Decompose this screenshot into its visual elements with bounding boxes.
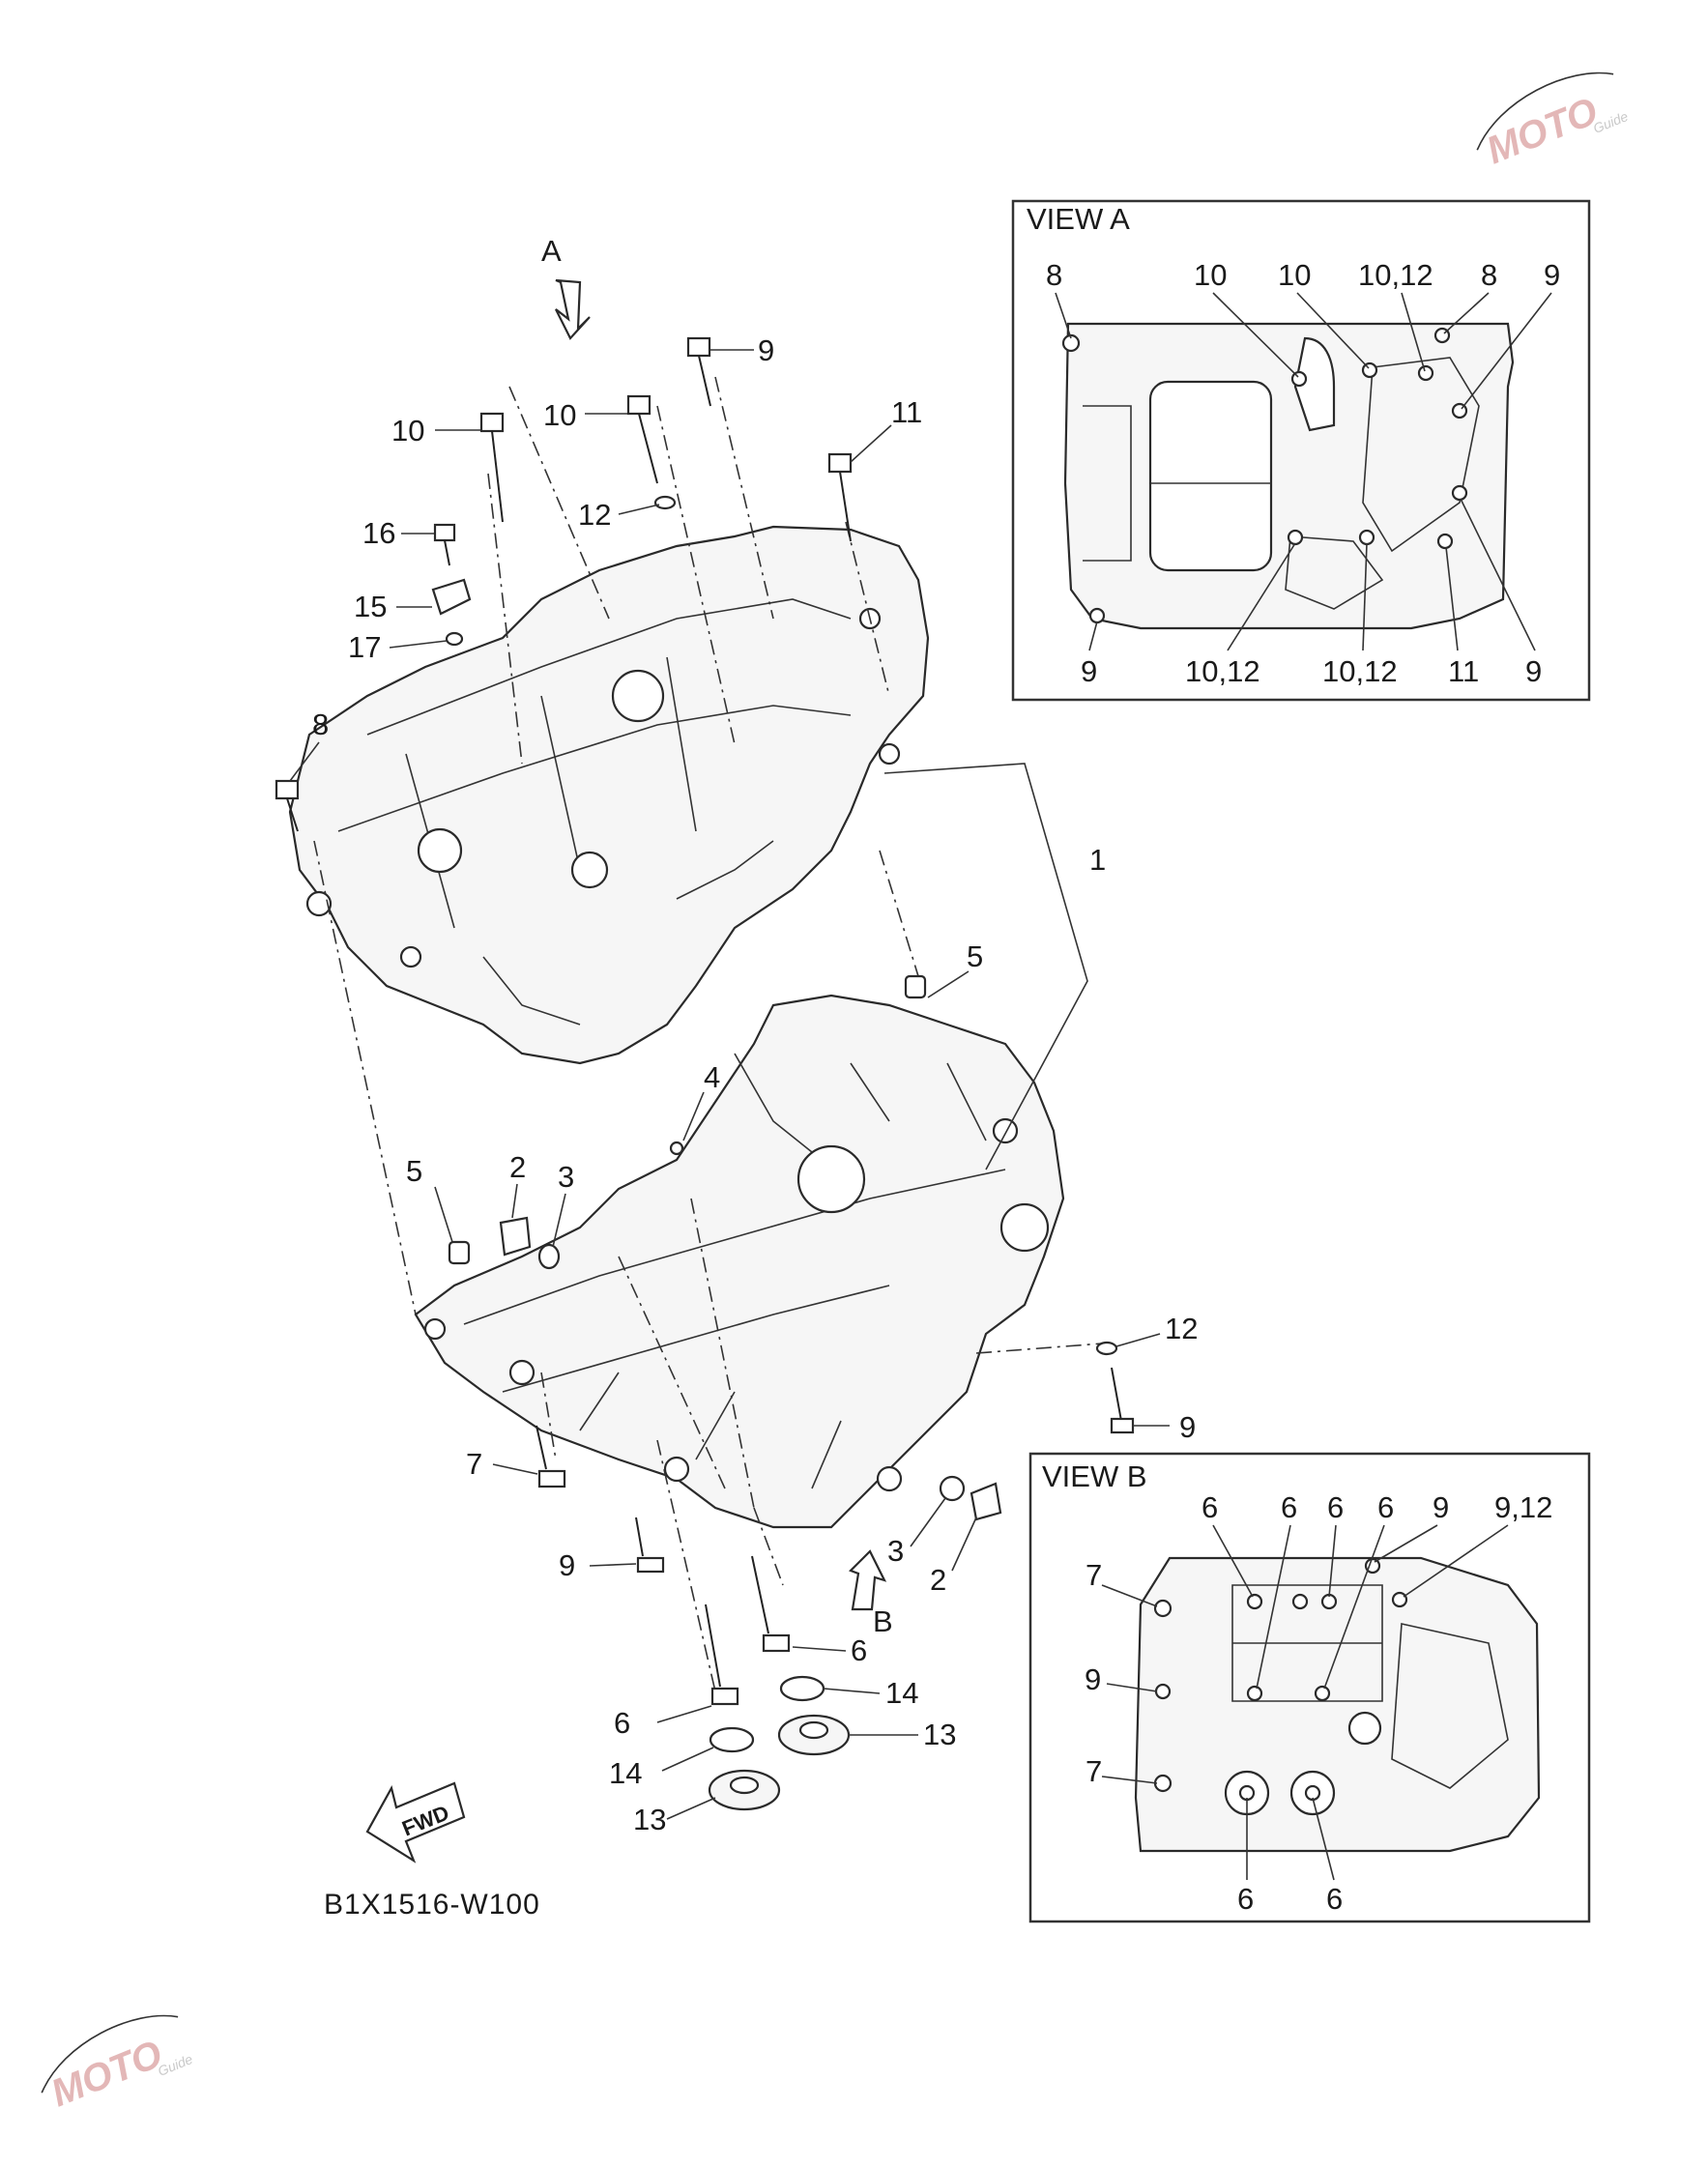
callout-16: 16 (362, 516, 395, 550)
view-a-label: 10,12 (1322, 654, 1398, 688)
diagram-code: B1X1516-W100 (324, 1889, 540, 1921)
assembly-lines (313, 376, 1103, 1692)
view-b-label: 6 (1377, 1490, 1394, 1524)
arrow-a-label: A (541, 234, 562, 268)
view-b-label: 7 (1086, 1754, 1102, 1788)
callout-14-left: 14 (609, 1756, 642, 1790)
view-a-label: 8 (1046, 258, 1062, 292)
callout-7: 7 (466, 1447, 482, 1481)
callout-13-right: 13 (923, 1718, 956, 1751)
callout-5-left: 5 (406, 1154, 422, 1188)
callout-15: 15 (354, 590, 387, 623)
view-b-label: 9 (1085, 1662, 1101, 1696)
callout-9-bottom: 9 (559, 1548, 575, 1582)
svg-text:MOTO: MOTO (1481, 90, 1604, 172)
callout-11: 11 (891, 395, 922, 429)
watermark-bottom: MOTO Guide (41, 2014, 195, 2115)
view-b-label: 6 (1281, 1490, 1297, 1524)
view-b-label: 6 (1201, 1490, 1218, 1524)
lower-crankcase (414, 994, 1065, 1529)
callout-6-right: 6 (851, 1633, 867, 1667)
callout-1: 1 (1089, 843, 1106, 877)
callout-10-mid: 10 (543, 398, 576, 432)
view-b-panel: VIEW B 6 6 6 6 9 9,12 7 9 7 6 6 (1028, 1452, 1591, 1923)
arrow-b-icon (849, 1549, 887, 1611)
callout-8: 8 (312, 708, 329, 741)
arrow-b-label: B (873, 1604, 893, 1638)
callout-2-right: 2 (930, 1563, 946, 1597)
view-a-label: 10 (1194, 258, 1227, 292)
view-a-label: 10 (1278, 258, 1311, 292)
view-b-label: 9,12 (1494, 1490, 1552, 1524)
view-a-label: 9 (1081, 654, 1097, 688)
view-b-label: 6 (1326, 1882, 1343, 1916)
view-a-label: 10,12 (1358, 258, 1433, 292)
view-b-label: 9 (1433, 1490, 1449, 1524)
callout-12-right: 12 (1165, 1312, 1198, 1345)
view-a-panel: VIEW A 8 10 10 10,12 8 9 9 10,12 10,12 1… (1011, 199, 1591, 702)
callout-4: 4 (704, 1060, 720, 1094)
watermark-top: MOTO Guide (1476, 72, 1631, 172)
view-a-label: 10,12 (1185, 654, 1260, 688)
view-a-title: VIEW A (1027, 202, 1130, 236)
view-b-label: 6 (1327, 1490, 1344, 1524)
callout-17: 17 (348, 630, 381, 664)
fwd-arrow-icon: FWD (365, 1781, 466, 1864)
part-1-bracket (883, 763, 1088, 1170)
callout-13-left: 13 (633, 1803, 666, 1836)
callout-2-left: 2 (509, 1150, 526, 1184)
callout-labels: 9 10 10 12 11 16 15 17 8 1 5 4 5 2 3 12 … (312, 333, 1198, 1836)
svg-text:Guide: Guide (156, 2051, 195, 2079)
upper-crankcase (288, 525, 930, 1065)
bolts (275, 336, 1135, 1811)
callout-12-top: 12 (578, 498, 611, 532)
callout-9-right: 9 (1179, 1410, 1196, 1444)
callout-10-left: 10 (391, 414, 424, 448)
callout-3-right: 3 (887, 1534, 904, 1568)
view-a-label: 9 (1544, 258, 1560, 292)
callout-5-right: 5 (967, 939, 983, 973)
view-b-label: 7 (1086, 1558, 1102, 1592)
view-b-title: VIEW B (1042, 1459, 1147, 1493)
svg-text:MOTO: MOTO (45, 2033, 168, 2115)
callout-3-left: 3 (558, 1160, 574, 1194)
view-a-label: 8 (1481, 258, 1497, 292)
callout-6-left: 6 (614, 1706, 630, 1740)
leader-lines (289, 349, 1170, 1820)
view-a-label: 11 (1448, 654, 1479, 688)
arrow-a-icon (555, 278, 591, 340)
view-b-label: 6 (1237, 1882, 1254, 1916)
callout-9-top: 9 (758, 333, 774, 367)
callout-14-right: 14 (885, 1676, 918, 1710)
svg-text:Guide: Guide (1591, 108, 1631, 136)
view-a-label: 9 (1525, 654, 1542, 688)
